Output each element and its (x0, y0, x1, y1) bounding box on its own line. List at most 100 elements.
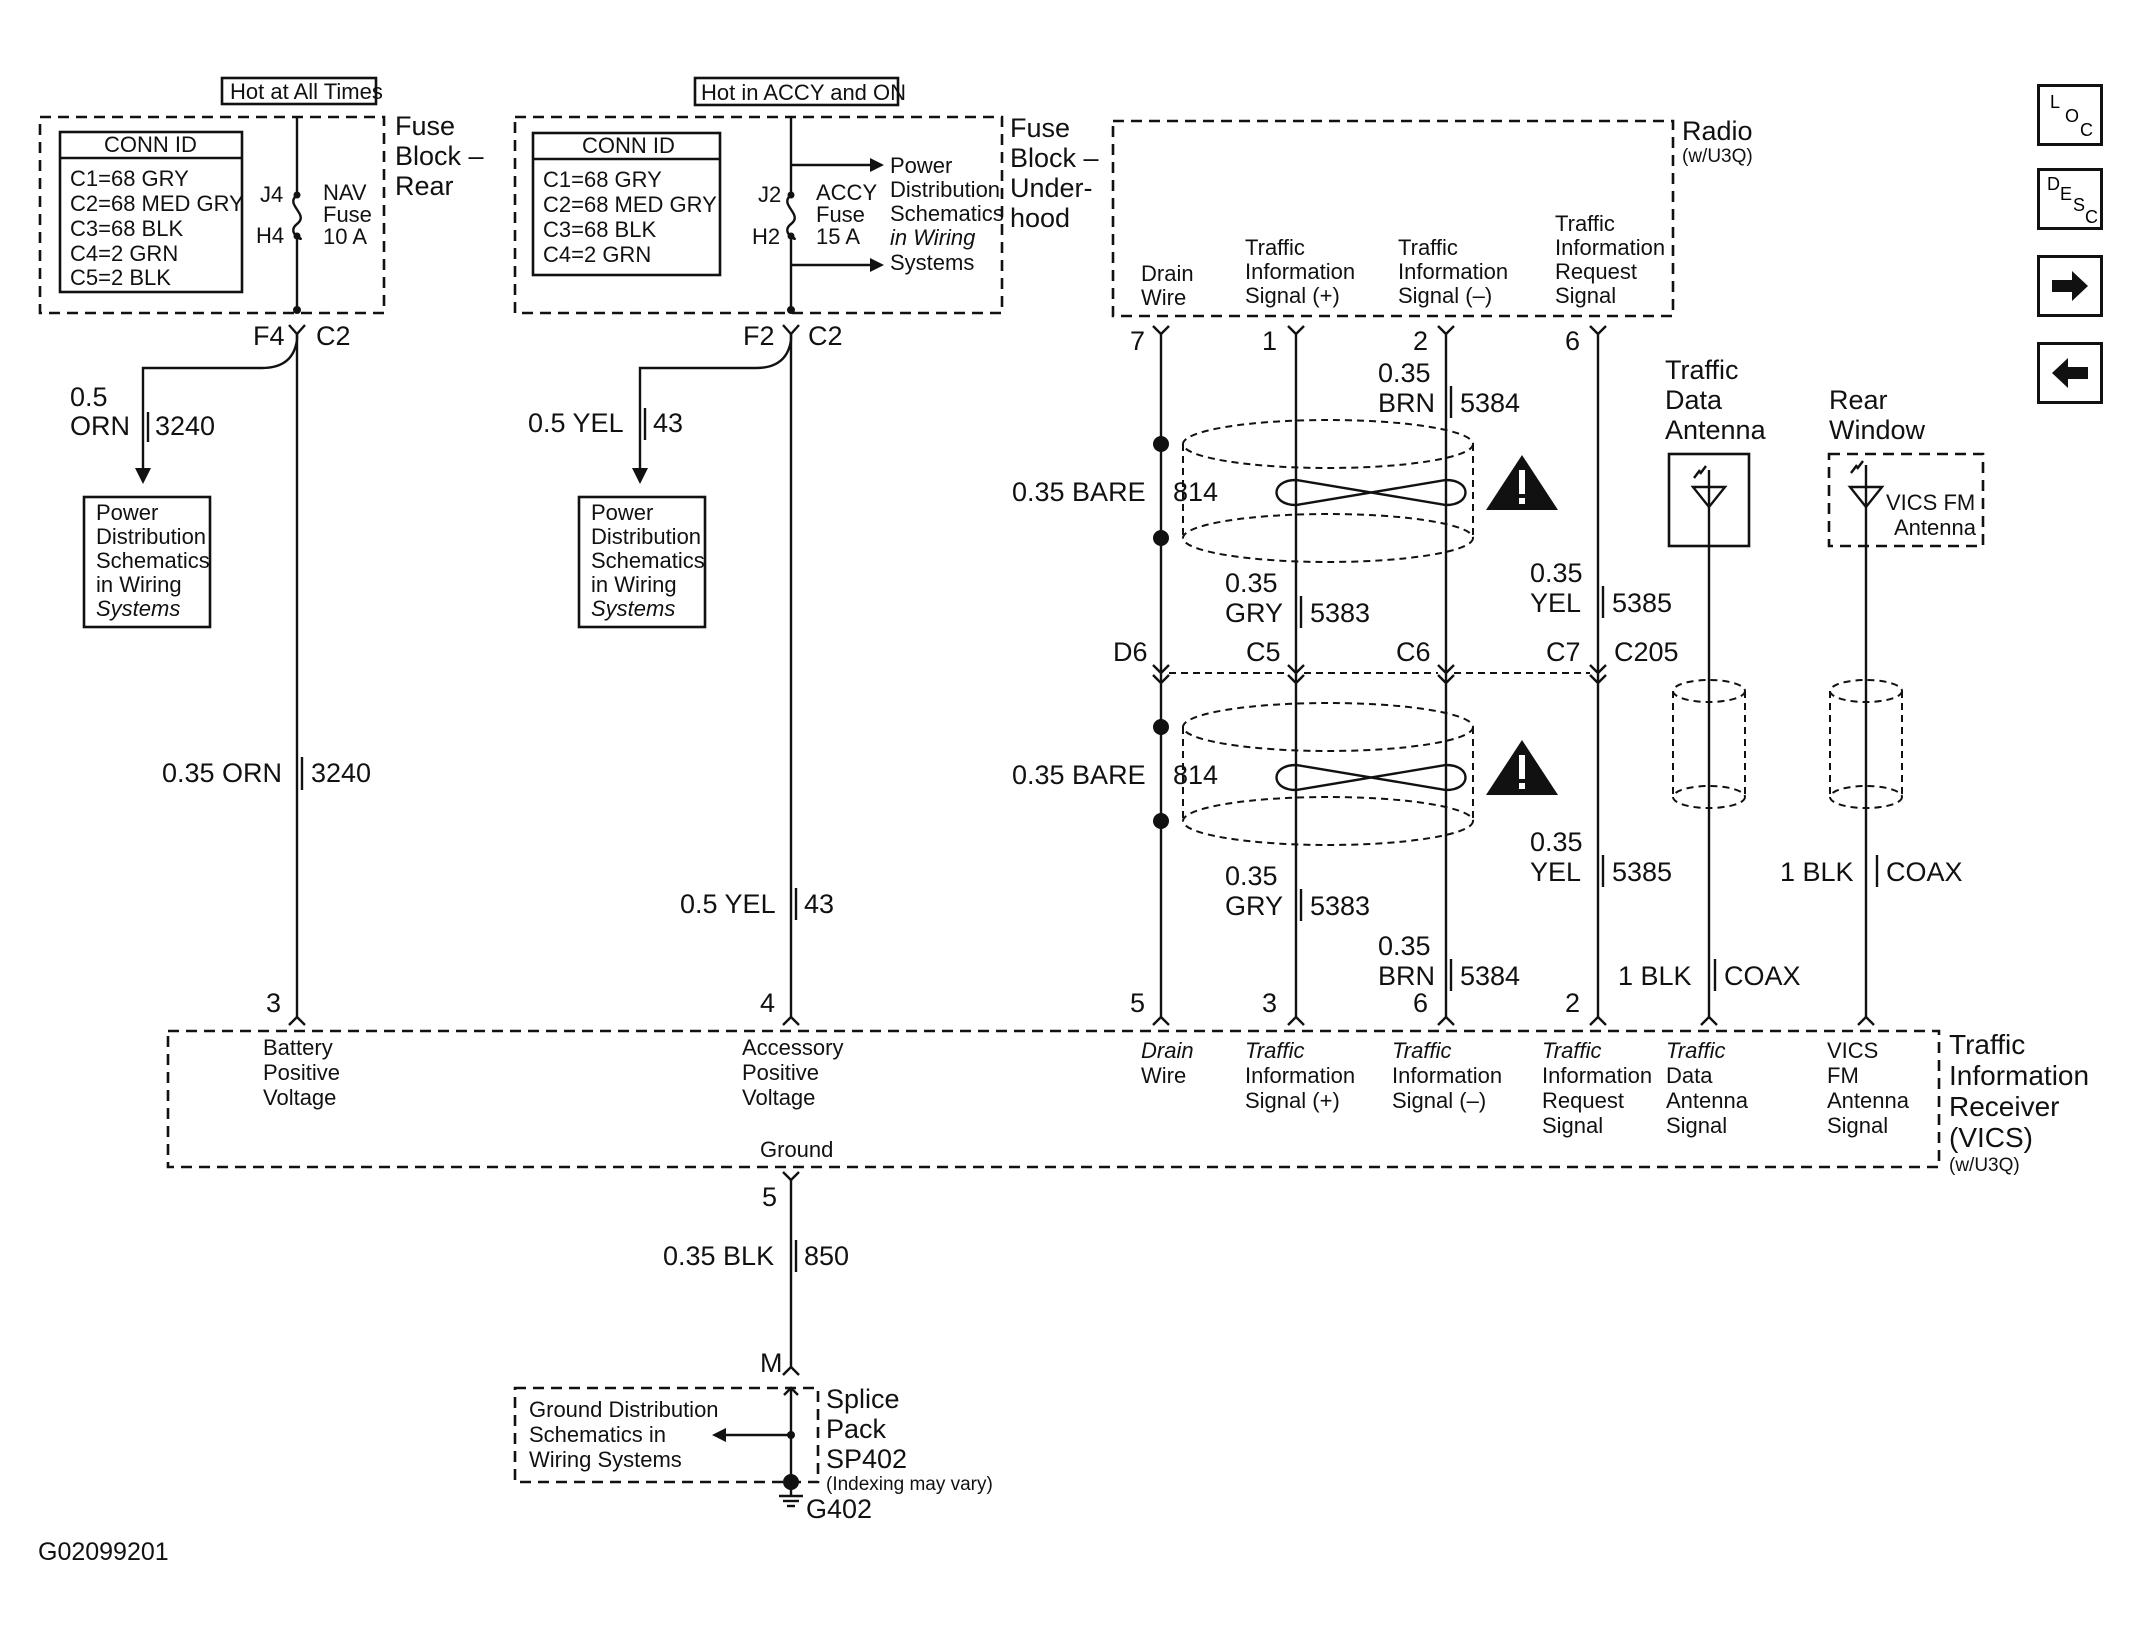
receiver-title-3: Receiver (1949, 1091, 2059, 1122)
fuse-rear-conn-1: C1=68 GRY (70, 166, 189, 191)
ground-ref-2: Schematics in (529, 1422, 666, 1447)
receiver-sub: (w/U3Q) (1949, 1155, 2020, 1176)
fuse-rear-out-pin: F4 (253, 321, 285, 351)
warning-icon (1486, 740, 1558, 795)
fuse-under-out-conn: C2 (808, 321, 843, 351)
radio: Radio (w/U3Q) Drain Wire Traffic Informa… (1111, 116, 1753, 356)
receiver-title-4: (VICS) (1949, 1122, 2033, 1153)
receiver-req-2: Information (1542, 1063, 1652, 1088)
receiver-bat-2: Positive (263, 1060, 340, 1085)
fuse-rear-conn-title: CONN ID (104, 132, 197, 157)
fuse-rear-conn-4: C4=2 GRN (70, 241, 178, 266)
radio-receiver-wires (1153, 334, 1600, 1017)
receiver-vics-3: Antenna (1827, 1088, 1910, 1113)
fuse-under-pd-4: in Wiring (591, 572, 677, 597)
receiver-vics-1: VICS (1827, 1038, 1878, 1063)
loc-button[interactable]: L O C (2037, 84, 2103, 146)
upper-brn-color: BRN (1378, 388, 1435, 418)
rear-window-antenna: Rear Window VICS FM Antenna (1827, 385, 1985, 1017)
fuse-rear-tap-gauge: 0.5 (70, 382, 108, 412)
fuse-block-rear: Hot at All Times Fuse Block – Rear CONN … (38, 76, 484, 1017)
traffic-antenna-title-2: Data (1665, 385, 1723, 415)
upper-gry-circuit: 5383 (1310, 598, 1370, 628)
left-arrow-icon (2052, 358, 2088, 388)
radio-pin6-label-2: Information (1555, 235, 1665, 260)
fuse-rear-fuse-3: 10 A (323, 224, 367, 249)
desc-button[interactable]: D E S C (2037, 168, 2103, 230)
ground-ref-3: Wiring Systems (529, 1447, 682, 1472)
receiver-pin-num-4: 4 (760, 988, 775, 1018)
fuse-under-title-2: Block – (1010, 143, 1099, 173)
splice-title-1: Splice (826, 1384, 900, 1414)
fuse-rear-wire-label: 0.35 ORN (162, 758, 282, 788)
radio-pin1-label-2: Information (1245, 259, 1355, 284)
fuse-under-pd-ref-2: Distribution (890, 177, 1000, 202)
fuse-under-pd-ref-1: Power (890, 153, 952, 178)
c205-name: C205 (1614, 637, 1679, 667)
receiver-tda-1: Traffic (1666, 1038, 1725, 1063)
fuse-rear-fuse-1: NAV (323, 180, 367, 205)
radio-pin1-label-3: Signal (+) (1245, 283, 1340, 308)
desc-letter-c: C (2085, 207, 2098, 227)
receiver-tda-2: Data (1666, 1063, 1713, 1088)
fuse-rear-tap-circuit: 3240 (155, 411, 215, 441)
c205-pin-c6: C6 (1396, 637, 1431, 667)
receiver-sigp-1: Traffic (1245, 1038, 1304, 1063)
radio-pin6-label-1: Traffic (1555, 211, 1615, 236)
warning-icon (1486, 455, 1558, 510)
receiver-bat-1: Battery (263, 1035, 333, 1060)
lower-bare-label: 0.35 BARE (1012, 760, 1146, 790)
radio-pin2-label-3: Signal (–) (1398, 283, 1492, 308)
receiver-vics-2: FM (1827, 1063, 1859, 1088)
splice-pin-m: M (760, 1348, 783, 1378)
upper-gry-gauge: 0.35 (1225, 568, 1278, 598)
splice-note: (Indexing may vary) (826, 1474, 993, 1495)
receiver-req-4: Signal (1542, 1113, 1603, 1138)
lower-gry-circuit: 5383 (1310, 891, 1370, 921)
receiver-drain-2: Wire (1141, 1063, 1186, 1088)
receiver-sigp-2: Information (1245, 1063, 1355, 1088)
coax1-type: COAX (1724, 961, 1801, 991)
fuse-under-wire-circuit: 43 (804, 889, 834, 919)
coax1-label: 1 BLK (1618, 961, 1692, 991)
ground-circuit: 5 0.35 BLK 850 M Ground Distribution Sch… (513, 1171, 993, 1524)
fuse-under-pd-ref-3: Schematics (890, 201, 1004, 226)
c205-pin-d6: D6 (1113, 637, 1148, 667)
fuse-rear-title-1: Fuse (395, 111, 455, 141)
upper-brn-gauge: 0.35 (1378, 358, 1431, 388)
fuse-rear-conn-5: C5=2 BLK (70, 265, 171, 290)
fuse-block-underhood: Hot in ACCY and ON Fuse Block – Under- h… (513, 76, 1099, 1017)
upper-bare-label: 0.35 BARE (1012, 477, 1146, 507)
fuse-rear-title-2: Block – (395, 141, 484, 171)
connector-c205: D6 C5 C6 C7 C205 (1113, 637, 1679, 685)
radio-pin6-label-3: Request (1555, 259, 1637, 284)
fuse-under-out-pin: F2 (743, 321, 775, 351)
fuse-rear-wire-circuit: 3240 (311, 758, 371, 788)
lower-yel-color: YEL (1530, 857, 1581, 887)
desc-letter-d: D (2047, 174, 2060, 194)
traffic-data-antenna: Traffic Data Antenna (1665, 355, 1767, 1017)
radio-pin-num-1: 1 (1262, 326, 1277, 356)
fuse-under-pin-top: J2 (758, 182, 781, 207)
receiver-acc-1: Accessory (742, 1035, 843, 1060)
fuse-under-fuse-1: ACCY (816, 180, 877, 205)
loc-letter-c: C (2080, 120, 2093, 140)
fuse-rear-pd-1: Power (96, 500, 158, 525)
radio-pin7-label-2: Wire (1141, 285, 1186, 310)
traffic-antenna-title-1: Traffic (1665, 355, 1739, 385)
radio-pin2-label-1: Traffic (1398, 235, 1458, 260)
radio-title: Radio (1682, 116, 1753, 146)
prev-button[interactable] (2037, 342, 2103, 404)
lower-bare-circuit: 814 (1173, 760, 1218, 790)
next-button[interactable] (2037, 255, 2103, 317)
desc-letter-s: S (2073, 195, 2086, 215)
fuse-under-header: Hot in ACCY and ON (701, 80, 906, 105)
receiver-acc-2: Positive (742, 1060, 819, 1085)
lower-brn-color: BRN (1378, 961, 1435, 991)
radio-pin2-label-2: Information (1398, 259, 1508, 284)
fuse-rear-tap-color: ORN (70, 411, 130, 441)
upper-bare-circuit: 814 (1173, 477, 1218, 507)
fuse-rear-pd-2: Distribution (96, 524, 206, 549)
receiver-sign-3: Signal (–) (1392, 1088, 1486, 1113)
